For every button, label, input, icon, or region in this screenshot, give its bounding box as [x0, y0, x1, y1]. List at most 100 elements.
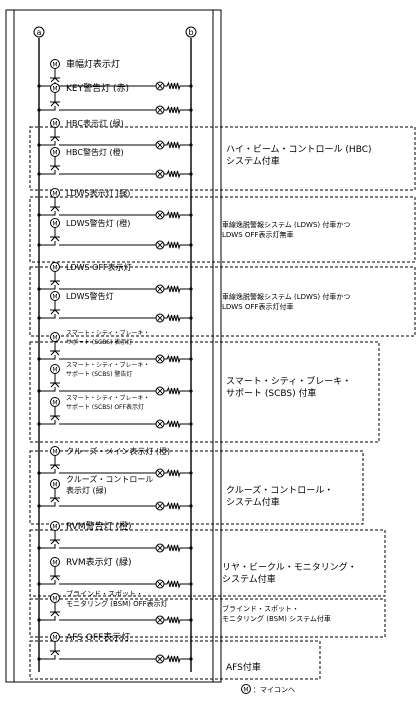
row-wire-left [39, 314, 56, 319]
resistor-symbol [164, 284, 191, 294]
row-label: LDWS OFF表示灯 [66, 262, 132, 272]
row-label: クルーズ・メイン表示灯 (橙) [66, 446, 170, 456]
resistor-symbol [164, 313, 191, 323]
switch-symbol [50, 236, 60, 242]
lamp-cross [156, 211, 164, 219]
switch-symbol [50, 309, 60, 315]
micon-symbol: M [52, 62, 57, 69]
micon-symbol: M [52, 221, 57, 228]
junction-dot [189, 172, 193, 176]
junction-dot [37, 143, 41, 147]
row-wire-left [39, 211, 56, 216]
junction-dot [189, 243, 193, 247]
row-wire-left [39, 387, 56, 392]
resistor-symbol [164, 579, 191, 589]
row-wire-left [39, 106, 56, 111]
resistor-symbol [164, 501, 191, 511]
resistor-symbol [164, 210, 191, 220]
row-wire-left [39, 355, 56, 360]
group-box [29, 529, 386, 597]
micon-symbol: M [52, 367, 57, 374]
lamp-cross [156, 285, 164, 293]
lamp-cross [156, 469, 164, 477]
row-wire-left [39, 469, 56, 474]
junction-dot [189, 213, 193, 217]
micon-symbol: M [52, 635, 57, 642]
junction-dot [189, 422, 193, 426]
junction-dot [37, 213, 41, 217]
junction-dot [37, 546, 41, 550]
switch-symbol [50, 415, 60, 421]
group-label: クルーズ・コントロール・ [226, 484, 333, 496]
group-box [29, 598, 386, 638]
lamp-cross [156, 141, 164, 149]
lamp-cross [156, 580, 164, 588]
switch-symbol [50, 101, 60, 107]
row-label: スマート・シティ・ブレーキ・ [66, 361, 149, 369]
micon-symbol: M [52, 400, 57, 407]
lamp-cross [156, 420, 164, 428]
group-box [29, 640, 321, 680]
lamp-cross [156, 241, 164, 249]
group-box [29, 196, 416, 263]
lamp-cross [156, 170, 164, 178]
lamp-cross [156, 544, 164, 552]
switch-symbol [50, 575, 60, 581]
resistor-symbol [164, 354, 191, 364]
junction-dot [189, 357, 193, 361]
bus-label-circle [33, 26, 45, 38]
micon-symbol: M [52, 524, 57, 531]
row-wire-left [39, 502, 56, 507]
lamp-cross [156, 355, 164, 363]
group-label: システム付車 [226, 155, 280, 167]
switch-symbol [50, 382, 60, 388]
junction-dot [189, 657, 193, 661]
junction-dot [189, 143, 193, 147]
legend-micon-symbol: M [243, 687, 248, 694]
row-label: サポート (SCBS) 警告灯 [66, 370, 132, 378]
switch-symbol [50, 650, 60, 656]
junction-dot [189, 504, 193, 508]
switch-symbol [50, 77, 60, 83]
row-label: KEY警告灯 (赤) [66, 82, 129, 94]
junction-dot [37, 422, 41, 426]
row-wire-left [39, 285, 56, 290]
resistor-symbol [164, 105, 191, 115]
row-wire-left [39, 141, 56, 146]
row-label: HBC警告灯 (橙) [66, 147, 124, 157]
row-label: HBC表示灯 (緑) [66, 118, 124, 128]
junction-dot [37, 471, 41, 475]
junction-dot [189, 471, 193, 475]
resistor-symbol [164, 81, 191, 91]
row-label: スマート・シティ・ブレーキ・ [66, 329, 149, 337]
resistor-symbol [164, 140, 191, 150]
lamp-cross [156, 616, 164, 624]
row-label: 車幅灯表示灯 [66, 58, 120, 70]
micon-symbol: M [52, 265, 57, 272]
group-label: ブラインド・スポット・ [222, 604, 299, 613]
resistor-symbol [164, 419, 191, 429]
junction-dot [37, 287, 41, 291]
micon-symbol: M [52, 150, 57, 157]
junction-dot [189, 316, 193, 320]
lamp-cross [156, 106, 164, 114]
group-label: AFS付車 [226, 661, 261, 673]
resistor-symbol [164, 386, 191, 396]
switch-symbol [50, 136, 60, 142]
junction-dot [37, 618, 41, 622]
micon-symbol: M [52, 596, 57, 603]
row-label: クルーズ・コントロール [66, 474, 153, 484]
switch-symbol [50, 206, 60, 212]
switch-symbol [50, 611, 60, 617]
row-label: LDWS表示灯 (緑) [66, 188, 130, 198]
row-label: ブラインド・スポット・ [66, 589, 143, 598]
micon-symbol: M [52, 121, 57, 128]
group-label: リヤ・ビークル・モニタリング・ [222, 561, 357, 573]
legend-micon-circle [241, 684, 251, 694]
row-wire-left [39, 655, 56, 660]
group-label: モニタリング (BSM) システム付車 [222, 614, 331, 623]
resistor-symbol [164, 654, 191, 664]
junction-dot [37, 172, 41, 176]
row-wire-left [39, 170, 56, 175]
junction-dot [189, 546, 193, 550]
